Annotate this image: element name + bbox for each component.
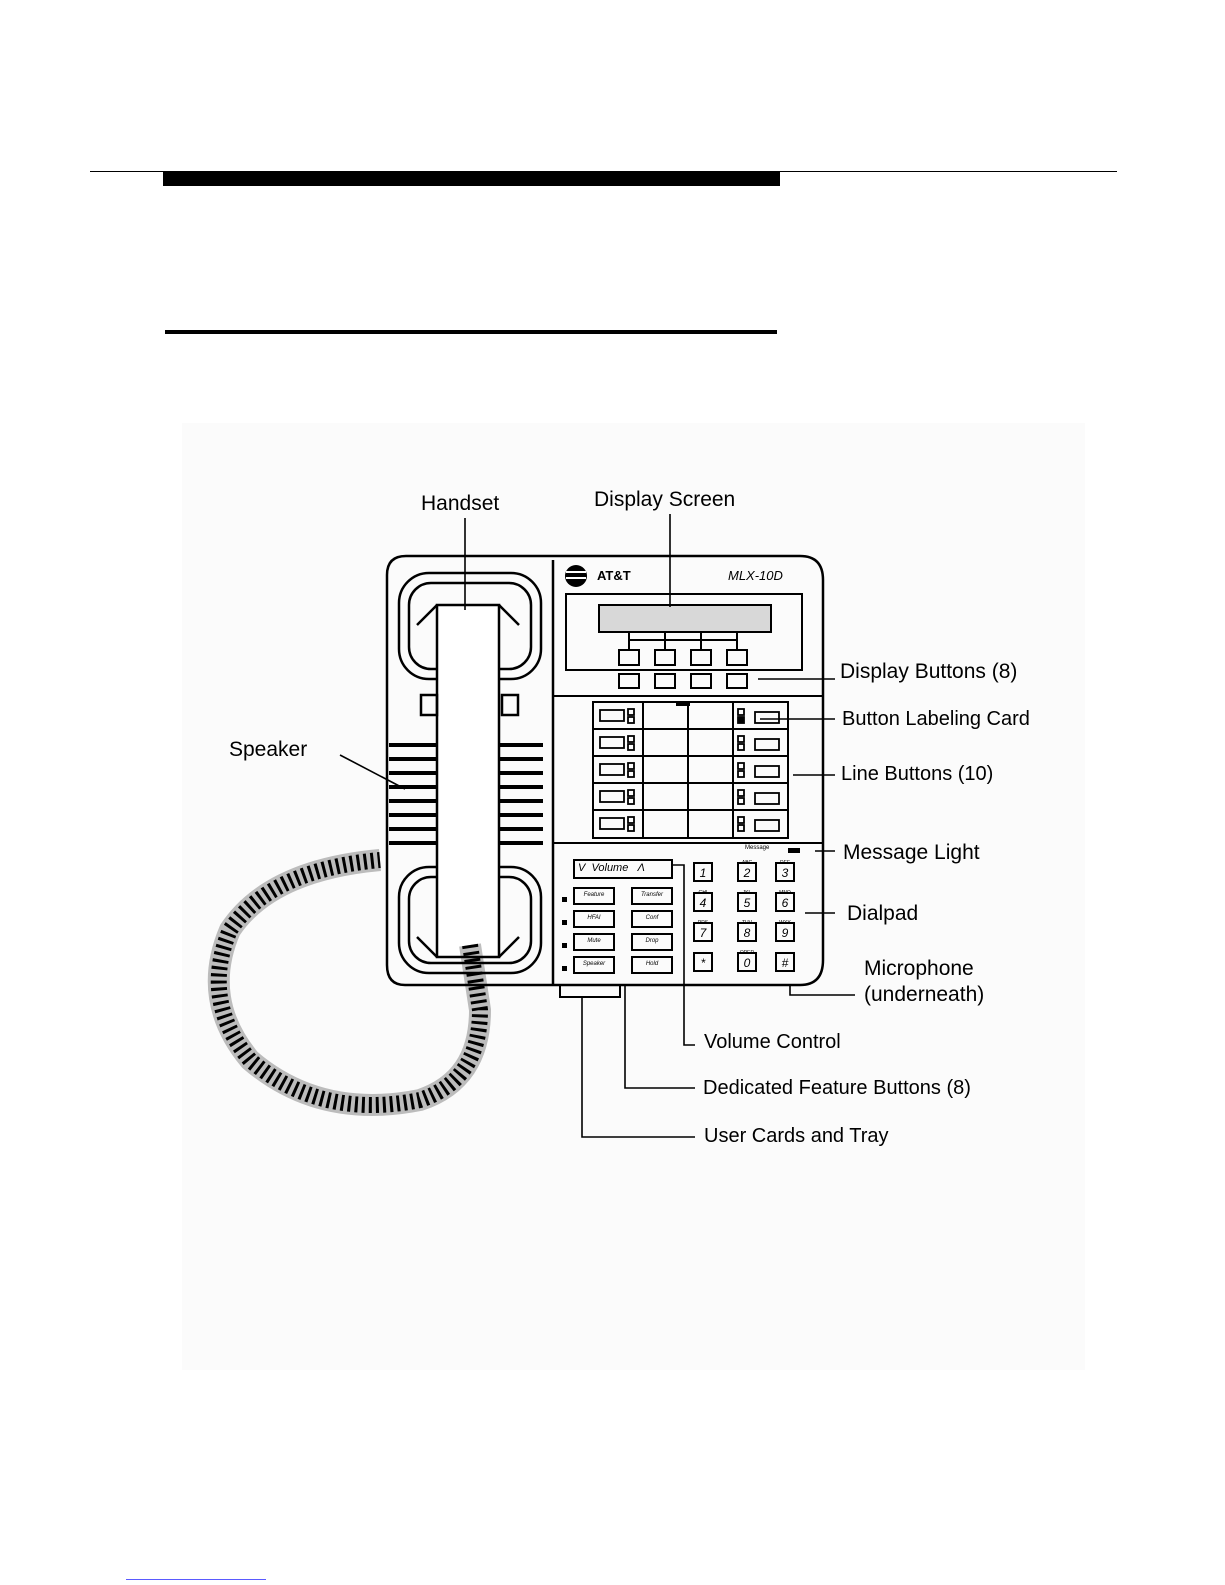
callout-speaker: Speaker xyxy=(229,738,308,761)
dialpad-key-1: 2 xyxy=(743,866,751,880)
dialpad-letters-6: PRS xyxy=(697,920,709,926)
callout-microphone: Microphone xyxy=(864,957,974,980)
feature-button-label-7: Speaker xyxy=(582,961,606,967)
header-bar xyxy=(163,171,780,186)
volume-label: V Volume Λ xyxy=(578,862,645,874)
dialpad-key-6: 7 xyxy=(699,926,707,940)
figure-area xyxy=(182,423,1085,1370)
dialpad-letters-8: WXY xyxy=(779,920,791,926)
section-rule xyxy=(165,330,777,334)
dialpad-letters-10: OPER xyxy=(739,950,755,956)
feature-button-label-3: Hold xyxy=(645,961,659,967)
model-label: MLX-10D xyxy=(728,568,783,583)
dialpad-key-2: 3 xyxy=(781,866,789,880)
feature-button-label-5: HFAI xyxy=(587,915,601,921)
message-light-label: Message xyxy=(745,845,770,851)
dialpad-key-9: * xyxy=(700,956,706,970)
dialpad-key-5: 6 xyxy=(781,896,789,910)
callout-line-buttons: Line Buttons (10) xyxy=(841,763,994,785)
feature-button-label-1: Conf xyxy=(645,915,659,921)
callout-message-light: Message Light xyxy=(843,841,980,864)
callout-display-screen: Display Screen xyxy=(594,488,736,511)
callout-dialpad: Dialpad xyxy=(847,902,919,925)
dialpad-letters-7: TUV xyxy=(742,920,752,926)
feature-button-label-6: Mute xyxy=(587,938,601,944)
callout-volume-control: Volume Control xyxy=(704,1031,841,1053)
dialpad-key-7: 8 xyxy=(743,926,751,940)
callout-dedicated-feature-buttons: Dedicated Feature Buttons (8) xyxy=(703,1077,971,1099)
feature-button-label-4: Feature xyxy=(583,892,605,898)
dialpad-key-8: 9 xyxy=(781,926,789,940)
feature-button-label-0: Transfer xyxy=(641,892,663,898)
dialpad-key-0: 1 xyxy=(699,866,707,880)
feature-button-label-2: Drop xyxy=(645,938,659,944)
dialpad-key-3: 4 xyxy=(699,896,707,910)
callout-user-cards: User Cards and Tray xyxy=(704,1125,889,1147)
callout-button-labeling-card: Button Labeling Card xyxy=(842,708,1030,730)
dialpad-key-4: 5 xyxy=(743,896,751,910)
dialpad-key-10: 0 xyxy=(743,956,751,970)
dialpad-letters-3: GHI xyxy=(698,890,708,896)
brand-logo-text: AT&T xyxy=(597,568,631,583)
callout-microphone-note: (underneath) xyxy=(864,983,985,1006)
callout-display-buttons: Display Buttons (8) xyxy=(840,660,1018,683)
dialpad-letters-2: DEF xyxy=(780,860,790,866)
callout-handset: Handset xyxy=(421,492,500,515)
dialpad-letters-4: JKL xyxy=(742,890,752,896)
footer-link-underline[interactable] xyxy=(126,1579,266,1580)
dialpad-letters-5: MNO xyxy=(779,890,791,896)
dialpad-key-11: # xyxy=(781,956,789,970)
dialpad-letters-1: ABC xyxy=(741,860,753,866)
